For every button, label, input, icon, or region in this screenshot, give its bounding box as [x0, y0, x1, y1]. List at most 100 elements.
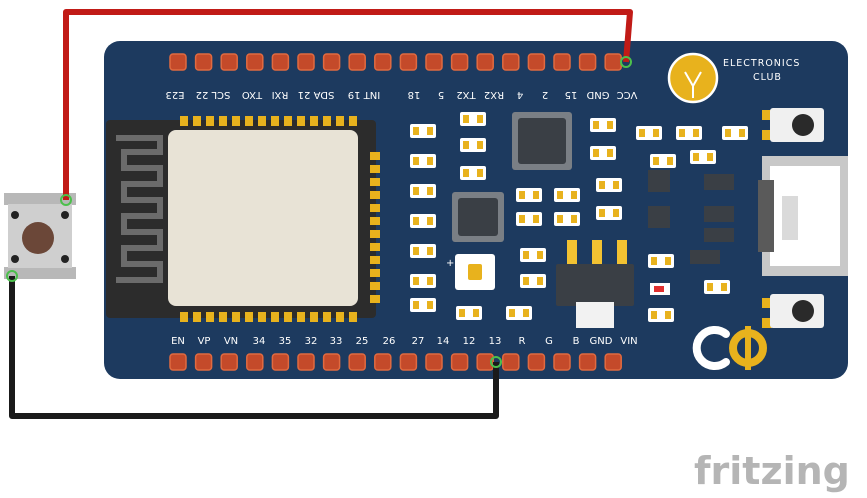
header-pad [604, 53, 622, 71]
header-pad [578, 353, 597, 371]
header-pad [271, 353, 290, 371]
module-pin [370, 282, 380, 290]
pin-label-vn: VN [224, 336, 238, 347]
header-pad [604, 353, 622, 371]
header-pad [322, 53, 341, 71]
header-pad [348, 353, 366, 371]
pin-label-2: 2 [542, 89, 548, 100]
header-pad [246, 53, 264, 71]
smd-pad [523, 277, 529, 285]
bottom-pin-labels: EN VP VN 34 35 32 33 25 26 27 14 12 13 R… [171, 336, 638, 347]
smd-pad [651, 311, 657, 319]
electronics-club-logo: ELECTRONICS CLUB [667, 52, 799, 104]
header-pad [527, 353, 546, 371]
smd-pad [725, 129, 731, 137]
module-pin [370, 243, 380, 251]
smd-pad [653, 129, 659, 137]
header-pad [399, 53, 418, 71]
smd-pad [427, 277, 433, 285]
header-pad [425, 353, 443, 371]
header-pad [502, 53, 520, 71]
push-button[interactable] [4, 193, 76, 279]
smd-pad [459, 309, 465, 317]
button-cap[interactable] [22, 222, 54, 254]
smd-pad [427, 187, 433, 195]
module-pin [271, 312, 279, 322]
module-pin [284, 116, 292, 126]
module-pin [206, 116, 214, 126]
module-pins [180, 116, 380, 322]
module-pin [232, 116, 240, 126]
smd-pad [463, 115, 469, 123]
smd-pad [477, 141, 483, 149]
header-pad [502, 353, 520, 371]
black-wire [9, 276, 499, 419]
pin-label-32: 32 [305, 336, 318, 347]
smd-pad [679, 129, 685, 137]
smd-pad [413, 247, 419, 255]
reset-button[interactable] [762, 294, 824, 328]
smd-pad [571, 215, 577, 223]
smd-pad [707, 153, 713, 161]
boot-button[interactable] [762, 108, 824, 142]
smd-pad [477, 115, 483, 123]
module-pin [370, 152, 380, 160]
svg-text:+: + [446, 258, 454, 269]
module-pin [206, 312, 214, 322]
smd-pad [593, 121, 599, 129]
pin-label-15: 15 [565, 89, 578, 100]
smd-pad [463, 169, 469, 177]
module-pin [245, 312, 253, 322]
smd-pad [693, 129, 699, 137]
header-pad [271, 53, 290, 71]
usb-connector [758, 156, 848, 276]
pin-label-13: 13 [489, 336, 502, 347]
pin-label-5: 5 [438, 89, 444, 100]
rf-shield [168, 130, 358, 306]
header-pad [578, 53, 597, 71]
smd-pad [533, 215, 539, 223]
pin-label-txo: TXO [242, 89, 263, 100]
smd-pad [533, 191, 539, 199]
module-pin [370, 217, 380, 225]
pin-label-int19: INT 19 [348, 89, 380, 100]
smd-pad [653, 157, 659, 165]
smd-pad [739, 129, 745, 137]
header-pad [220, 353, 238, 371]
logo-line2: CLUB [753, 72, 782, 83]
module-pin [297, 116, 305, 126]
header-pad [399, 353, 418, 371]
smd-pad [463, 141, 469, 149]
smd-pad [557, 191, 563, 199]
smd-pad [477, 169, 483, 177]
module-pin [271, 116, 279, 126]
pin-label-vcc: VCC [617, 89, 638, 100]
module-pin [193, 116, 201, 126]
module-pin [310, 312, 318, 322]
smd-pad [665, 311, 671, 319]
pin-label-34: 34 [253, 336, 266, 347]
wire-end-vcc [620, 56, 632, 68]
smd-pad [665, 257, 671, 265]
transistors [648, 170, 734, 295]
smd-pad [537, 277, 543, 285]
module-pin [245, 116, 253, 126]
cphi-logo [692, 326, 767, 370]
module-pin [297, 312, 305, 322]
antenna-trace [116, 135, 163, 283]
module-pin [370, 191, 380, 199]
pin-label-scl22: SCL 22 [196, 89, 231, 100]
module-pin [370, 269, 380, 277]
module-pin [219, 312, 227, 322]
smd-pad [613, 209, 619, 217]
smd-pad [519, 191, 525, 199]
smd-pad [523, 309, 529, 317]
pin-label-gnd-top: GND [586, 89, 609, 100]
module-pin [310, 116, 318, 126]
top-pin-header [169, 53, 622, 71]
esp32-wroom-module [106, 120, 376, 318]
pin-label-18: 18 [408, 89, 421, 100]
bulb-icon [667, 52, 719, 104]
header-pad [220, 53, 238, 71]
header-pad [194, 53, 213, 71]
